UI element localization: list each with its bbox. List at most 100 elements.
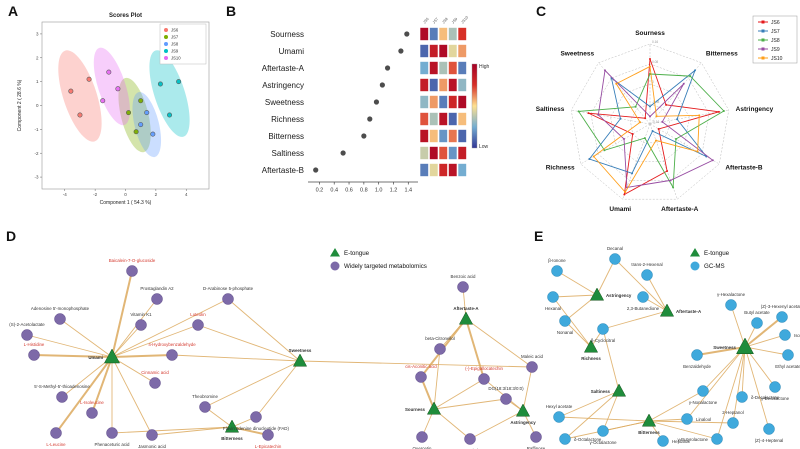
heatmap-cell [438, 78, 448, 92]
node-label: Sweetness [713, 345, 736, 350]
panel-label-b: B [226, 3, 237, 19]
radar-ring-label: 0.16 [652, 40, 658, 44]
compound-node [146, 429, 158, 441]
network-edge [227, 298, 301, 362]
y-tick-label: -2 [34, 151, 38, 156]
radar-series-point [588, 158, 591, 160]
network-edge [231, 426, 269, 436]
compound-node [725, 299, 737, 311]
heatmap-cell [457, 112, 467, 126]
legend-circle-marker [330, 261, 340, 271]
node-label: Maleic acid [521, 354, 544, 359]
radar-axis-label: Umami [609, 206, 631, 213]
network-edge [433, 378, 485, 410]
radar-series-point [674, 138, 677, 140]
gcms-network: AstringencyAftertaste-ARichnessSweetness… [545, 246, 800, 447]
network-edge [730, 304, 746, 348]
network-edge [111, 324, 199, 358]
compound-node [21, 329, 33, 341]
node-label: Butyl acetate [744, 310, 770, 315]
node-label: Nonanal [557, 330, 573, 335]
network-edge [744, 346, 789, 356]
heatmap-cell [457, 61, 467, 75]
x-tick-label: 0 [124, 192, 127, 197]
network-edge [433, 348, 441, 410]
compound-node [135, 319, 147, 331]
heatmap-cell [448, 78, 458, 92]
legend-marker [164, 49, 168, 53]
compound-node [776, 311, 788, 323]
network-edge [433, 398, 507, 410]
compound-node [657, 435, 669, 447]
heatmap-cell [448, 61, 458, 75]
vip-dot [340, 150, 346, 156]
node-label: Ethyl acetate [775, 364, 800, 369]
x-tick-label: 0.6 [345, 188, 353, 194]
heatmap-column-label: JS8 [441, 17, 448, 25]
x-tick-label: 0.4 [330, 188, 338, 194]
compound-node [751, 317, 763, 329]
radar-axis-label: Saltiness [536, 106, 565, 113]
panel-label-c: C [536, 3, 547, 19]
radar-series-point [587, 112, 590, 115]
legend-marker [761, 47, 765, 51]
radar-series-point [631, 172, 634, 175]
node-label: Astringency [606, 293, 632, 298]
radar-series-point [693, 69, 696, 72]
heatmap-cell [457, 163, 467, 177]
y-tick-label: -1 [34, 127, 38, 132]
network-edge [602, 310, 668, 330]
network-edge [556, 270, 598, 296]
taste-node [589, 287, 605, 301]
radar-grid-ring [630, 103, 670, 144]
taste-node [458, 311, 474, 325]
vip-dot-plot: SournessUmamiAftertaste-AAstringencySwee… [262, 15, 490, 194]
node-label: L-Epicatechin [255, 444, 282, 449]
taste-attribute-label: Umami [279, 47, 305, 56]
network-edge [648, 418, 688, 422]
radar-series-point [604, 69, 607, 72]
compound-node [526, 361, 538, 373]
network-edge [522, 366, 533, 412]
heatmap-cell [448, 27, 458, 41]
data-point [138, 98, 144, 104]
radar-series-point [623, 138, 626, 140]
node-label: γ-Nonalactone [689, 400, 718, 405]
radar-series-point [644, 117, 647, 120]
node-label: δ-Octalactone [574, 437, 602, 442]
taste-attribute-label: Bitterness [268, 132, 304, 141]
radar-series-point [666, 169, 669, 172]
radar-series [588, 69, 707, 174]
heatmap-cell [457, 146, 467, 160]
heatmap-cell [448, 146, 458, 160]
vip-dot [384, 65, 391, 71]
radar-axis-line [649, 123, 720, 165]
node-label: L-Isoleucine [80, 400, 104, 405]
taste-node [292, 353, 308, 367]
radar-axis-label: Richness [546, 165, 575, 172]
heatmap-cell [429, 95, 439, 109]
node-label: DG(18:3/18:3/0:0) [488, 386, 524, 391]
radar-series-point [661, 120, 664, 123]
network-edge [596, 258, 616, 296]
compound-node [779, 329, 791, 341]
node-label: Saltiness [591, 389, 611, 394]
taste-node [224, 419, 240, 433]
node-label: Prostaglandin A2 [140, 286, 174, 291]
radar-series-point [651, 130, 654, 133]
network-edge [255, 360, 301, 418]
x-tick-label: 0.8 [360, 188, 368, 194]
heatmap-cell [429, 129, 439, 143]
data-point [68, 88, 74, 94]
radar-axis-label: Aftertaste-A [661, 206, 699, 213]
heatmap-cell [419, 78, 429, 92]
legend-marker [761, 29, 765, 33]
radar-axis-line [649, 62, 702, 125]
network-edge [59, 318, 113, 358]
node-label: γ-Hexalactone [717, 292, 746, 297]
heatmap-cell [438, 61, 448, 75]
radar-series-point [669, 179, 672, 182]
data-point [167, 112, 173, 118]
network-edge [111, 298, 158, 358]
taste-radar-chart: -0.16-0.0800.080.16SournessBitternessAst… [536, 15, 798, 213]
